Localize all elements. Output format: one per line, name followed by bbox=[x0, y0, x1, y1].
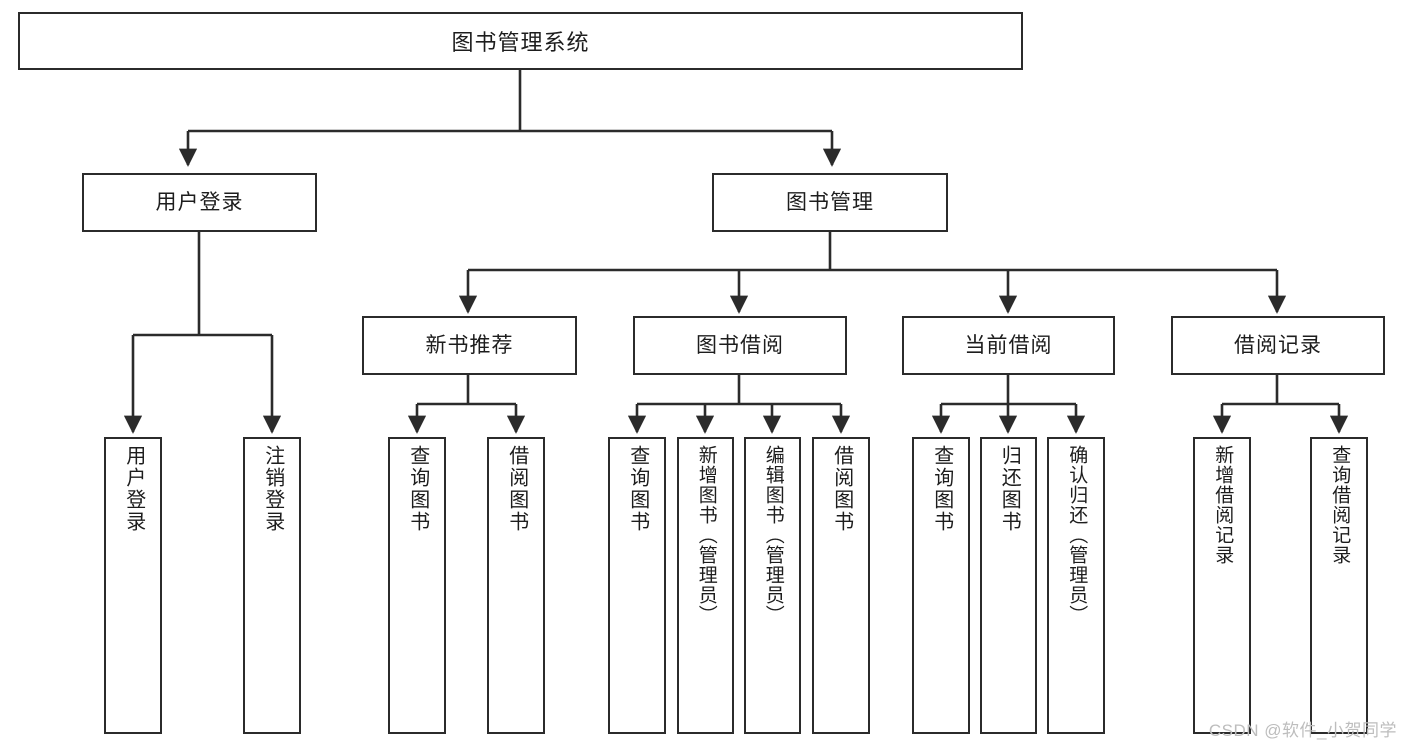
leaf-label: 查询借阅记录 bbox=[1329, 445, 1351, 565]
leaf-label: 新增借阅记录 bbox=[1212, 445, 1234, 565]
leaf-label: 注销登录 bbox=[261, 445, 284, 533]
node-leaf-borrow-book-2[interactable]: 借阅图书 bbox=[812, 437, 870, 734]
node-leaf-logout-login[interactable]: 注销登录 bbox=[243, 437, 301, 734]
node-leaf-add-record[interactable]: 新增借阅记录 bbox=[1193, 437, 1251, 734]
node-leaf-return-book[interactable]: 归还图书 bbox=[980, 437, 1037, 734]
node-leaf-borrow-book-1[interactable]: 借阅图书 bbox=[487, 437, 545, 734]
leaf-label: 查询图书 bbox=[930, 445, 953, 533]
node-leaf-confirm-return[interactable]: 确认归还（管理员） bbox=[1047, 437, 1105, 734]
node-leaf-query-book-3[interactable]: 查询图书 bbox=[912, 437, 970, 734]
leaf-label: 查询图书 bbox=[626, 445, 649, 533]
leaf-label: 归还图书 bbox=[998, 445, 1021, 533]
node-current-borrow[interactable]: 当前借阅 bbox=[902, 316, 1115, 375]
node-leaf-edit-book[interactable]: 编辑图书（管理员） bbox=[744, 437, 801, 734]
leaf-label: 编辑图书（管理员） bbox=[762, 445, 784, 625]
node-user-login[interactable]: 用户登录 bbox=[82, 173, 317, 232]
node-leaf-query-record[interactable]: 查询借阅记录 bbox=[1310, 437, 1368, 734]
leaf-label: 借阅图书 bbox=[505, 445, 528, 533]
node-leaf-query-book-1[interactable]: 查询图书 bbox=[388, 437, 446, 734]
node-borrow-record[interactable]: 借阅记录 bbox=[1171, 316, 1385, 375]
leaf-label: 确认归还（管理员） bbox=[1066, 445, 1088, 625]
node-root-system[interactable]: 图书管理系统 bbox=[18, 12, 1023, 70]
watermark-text: CSDN @软件_小贺同学 bbox=[1208, 721, 1397, 740]
node-leaf-query-book-2[interactable]: 查询图书 bbox=[608, 437, 666, 734]
leaf-label: 用户登录 bbox=[122, 445, 145, 533]
node-book-manage[interactable]: 图书管理 bbox=[712, 173, 948, 232]
leaf-label: 查询图书 bbox=[406, 445, 429, 533]
node-book-borrow[interactable]: 图书借阅 bbox=[633, 316, 847, 375]
node-leaf-add-book[interactable]: 新增图书（管理员） bbox=[677, 437, 734, 734]
leaf-label: 新增图书（管理员） bbox=[695, 445, 717, 625]
node-leaf-user-login[interactable]: 用户登录 bbox=[104, 437, 162, 734]
leaf-label: 借阅图书 bbox=[830, 445, 853, 533]
node-new-book-recommend[interactable]: 新书推荐 bbox=[362, 316, 577, 375]
